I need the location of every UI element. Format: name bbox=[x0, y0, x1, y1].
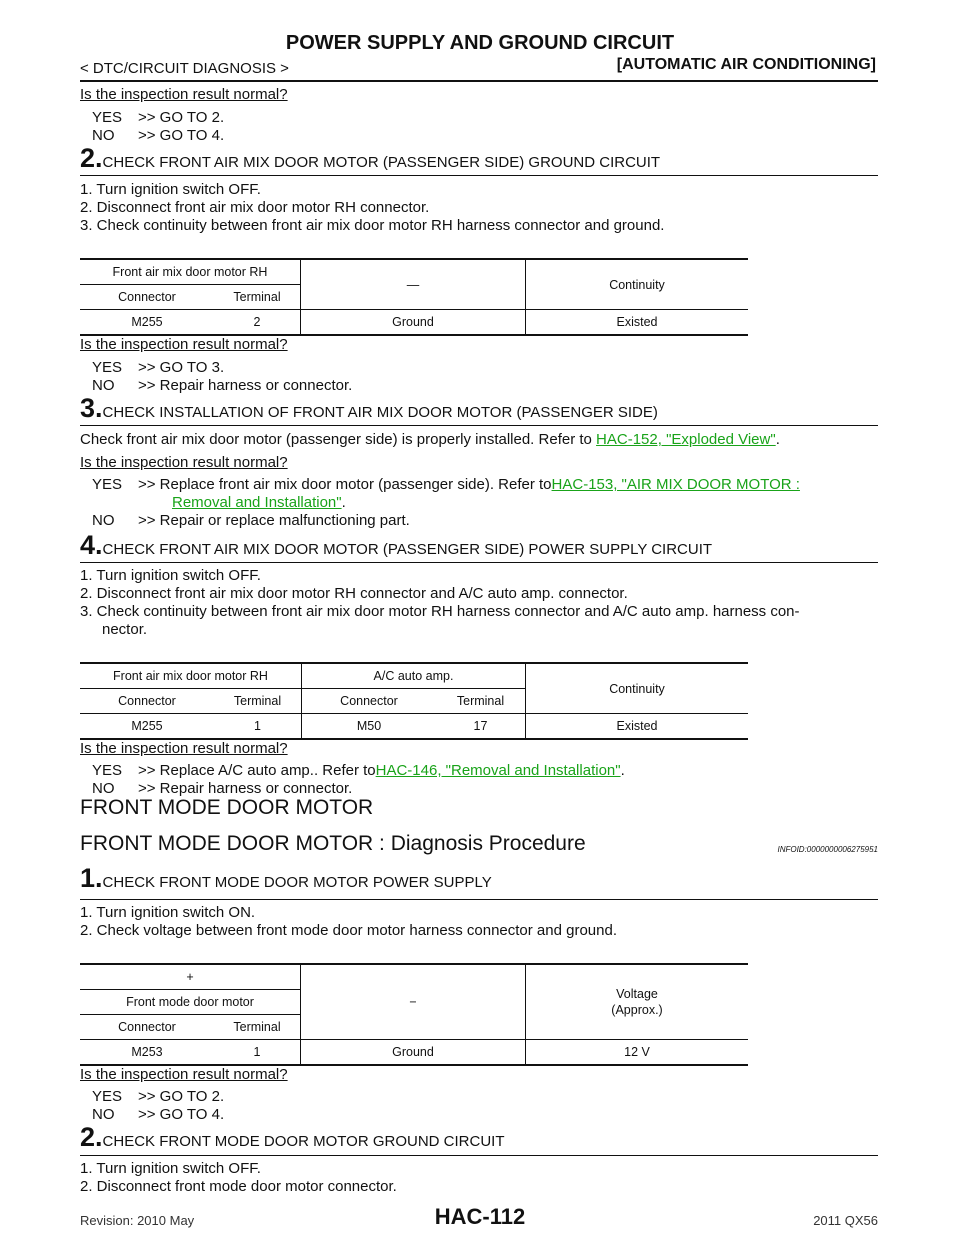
inspection-question: Is the inspection result normal? bbox=[80, 336, 288, 353]
table-cell: Ground bbox=[300, 309, 526, 336]
answer-yes: YES>> Replace front air mix door motor (… bbox=[92, 476, 800, 493]
answer-yes: YES>> GO TO 2. bbox=[92, 1088, 225, 1105]
table-header: Connector bbox=[80, 688, 214, 714]
table-header: Connector bbox=[80, 284, 214, 310]
section-label: < DTC/CIRCUIT DIAGNOSIS > bbox=[80, 60, 289, 77]
answer-no: NO>> Repair harness or connector. bbox=[92, 377, 353, 394]
table-header: Continuity bbox=[525, 258, 748, 310]
table-header: A/C auto amp. bbox=[301, 662, 526, 689]
table-header: Connector bbox=[301, 688, 437, 714]
table-cell: M253 bbox=[80, 1039, 214, 1066]
reference-link[interactable]: HAC-146, "Removal and Installation" bbox=[375, 762, 621, 779]
inspection-question: Is the inspection result normal? bbox=[80, 86, 288, 103]
table-row: M255 2 Ground Existed bbox=[80, 309, 748, 336]
table-cell: Ground bbox=[300, 1039, 526, 1066]
table-cell: 1 bbox=[214, 713, 302, 740]
instruction-line: Check front air mix door motor (passenge… bbox=[80, 431, 780, 448]
table-header: — bbox=[300, 258, 526, 310]
step-heading: 2.CHECK FRONT AIR MIX DOOR MOTOR (PASSEN… bbox=[80, 143, 661, 173]
continuity-table: Front air mix door motor RH — Continuity… bbox=[80, 258, 748, 336]
answer-yes: YES>> GO TO 3. bbox=[92, 359, 225, 376]
step-rule bbox=[80, 899, 878, 900]
instruction-line: 2. Disconnect front air mix door motor R… bbox=[80, 199, 430, 216]
table-header: − bbox=[300, 963, 526, 1040]
instruction-line: 1. Turn ignition switch OFF. bbox=[80, 1160, 261, 1177]
table-header: Connector bbox=[80, 1014, 214, 1040]
step-rule bbox=[80, 562, 878, 563]
table-header: Terminal bbox=[436, 688, 526, 714]
answer-no: NO>> Repair or replace malfunctioning pa… bbox=[92, 512, 410, 529]
answer-no: NO>> Repair harness or connector. bbox=[92, 780, 353, 797]
table-header: + bbox=[80, 963, 301, 990]
table-header: Terminal bbox=[214, 284, 301, 310]
page-number: HAC-112 bbox=[434, 1204, 526, 1229]
model-label: 2011 QX56 bbox=[813, 1213, 878, 1228]
reference-link[interactable]: HAC-152, "Exploded View" bbox=[596, 431, 776, 448]
table-cell: 2 bbox=[214, 309, 301, 336]
answer-yes: YES>> Replace A/C auto amp.. Refer to HA… bbox=[92, 762, 625, 779]
header-rule bbox=[80, 80, 878, 82]
instruction-line: 1. Turn ignition switch ON. bbox=[80, 904, 256, 921]
section-heading: FRONT MODE DOOR MOTOR bbox=[80, 796, 374, 819]
table-cell: M255 bbox=[80, 309, 214, 336]
reference-link[interactable]: HAC-153, "AIR MIX DOOR MOTOR : bbox=[551, 476, 800, 493]
category-label: [AUTOMATIC AIR CONDITIONING] bbox=[616, 56, 876, 73]
step-rule bbox=[80, 1155, 878, 1156]
table-header: Front mode door motor bbox=[80, 989, 301, 1015]
table-cell: Existed bbox=[525, 713, 748, 740]
instruction-line: 2. Disconnect front air mix door motor R… bbox=[80, 585, 628, 602]
reference-link[interactable]: Removal and Installation" bbox=[172, 494, 342, 511]
inspection-question: Is the inspection result normal? bbox=[80, 454, 288, 471]
instruction-line: nector. bbox=[102, 621, 148, 638]
info-id: INFOID:0000000006275951 bbox=[777, 845, 878, 854]
table-header: Continuity bbox=[525, 662, 748, 714]
table-header: Voltage(Approx.) bbox=[525, 963, 748, 1040]
answer-no: NO>> GO TO 4. bbox=[92, 127, 225, 144]
inspection-question: Is the inspection result normal? bbox=[80, 1066, 288, 1083]
table-cell: M255 bbox=[80, 713, 214, 740]
instruction-line: 3. Check continuity between front air mi… bbox=[80, 603, 800, 620]
step-heading: 4.CHECK FRONT AIR MIX DOOR MOTOR (PASSEN… bbox=[80, 530, 713, 560]
table-cell: 1 bbox=[214, 1039, 301, 1066]
instruction-line: 2. Check voltage between front mode door… bbox=[80, 922, 617, 939]
step-rule bbox=[80, 425, 878, 426]
inspection-question: Is the inspection result normal? bbox=[80, 740, 288, 757]
voltage-table: + − Voltage(Approx.) Front mode door mot… bbox=[80, 963, 748, 1066]
page-title: POWER SUPPLY AND GROUND CIRCUIT bbox=[285, 32, 675, 54]
step-heading: 1.CHECK FRONT MODE DOOR MOTOR POWER SUPP… bbox=[80, 863, 492, 893]
instruction-line: 1. Turn ignition switch OFF. bbox=[80, 567, 261, 584]
table-cell: M50 bbox=[301, 713, 437, 740]
answer-no: NO>> GO TO 4. bbox=[92, 1106, 225, 1123]
answer-yes-cont: Removal and Installation". bbox=[172, 494, 346, 511]
table-cell: 17 bbox=[436, 713, 526, 740]
step-heading: 3.CHECK INSTALLATION OF FRONT AIR MIX DO… bbox=[80, 393, 658, 423]
table-header: Front air mix door motor RH bbox=[80, 662, 302, 689]
table-cell: Existed bbox=[525, 309, 748, 336]
instruction-line: 3. Check continuity between front air mi… bbox=[80, 217, 665, 234]
table-header: Terminal bbox=[214, 688, 302, 714]
table-header: Front air mix door motor RH bbox=[80, 258, 301, 285]
instruction-line: 2. Disconnect front mode door motor conn… bbox=[80, 1178, 397, 1195]
table-cell: 12 V bbox=[525, 1039, 748, 1066]
continuity-table: Front air mix door motor RH A/C auto amp… bbox=[80, 662, 748, 740]
table-header: Terminal bbox=[214, 1014, 301, 1040]
answer-yes: YES>> GO TO 2. bbox=[92, 109, 225, 126]
step-rule bbox=[80, 175, 878, 176]
table-row: M255 1 M50 17 Existed bbox=[80, 713, 748, 740]
revision-label: Revision: 2010 May bbox=[80, 1213, 195, 1228]
subsection-heading: FRONT MODE DOOR MOTOR : Diagnosis Proced… bbox=[80, 832, 586, 855]
table-row: M253 1 Ground 12 V bbox=[80, 1039, 748, 1066]
instruction-line: 1. Turn ignition switch OFF. bbox=[80, 181, 261, 198]
step-heading: 2.CHECK FRONT MODE DOOR MOTOR GROUND CIR… bbox=[80, 1122, 505, 1152]
